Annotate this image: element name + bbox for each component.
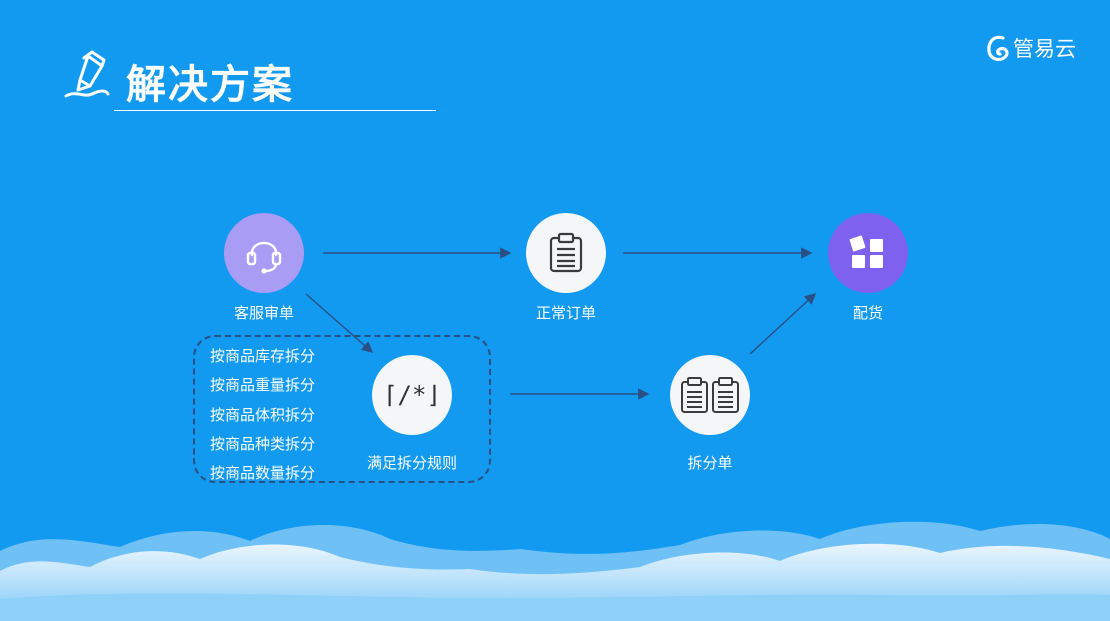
headset-icon [246, 241, 282, 274]
node-distribution [828, 213, 908, 293]
node-rules: ⌈/*⌋ [372, 355, 452, 435]
double-clipboard-icon [681, 377, 739, 413]
logo-mark-icon [987, 35, 1009, 62]
rule-item: 按商品体积拆分 [210, 405, 316, 424]
node-split-order [670, 355, 750, 435]
arrow-split-to-distribution [749, 293, 817, 355]
rule-item: 按商品数量拆分 [210, 464, 316, 483]
boxes-icon [849, 235, 883, 268]
title-underline [114, 110, 436, 111]
rule-item: 按商品种类拆分 [210, 434, 316, 453]
label-review: 客服审单 [233, 304, 294, 322]
pen-icon [64, 50, 110, 98]
node-review [224, 213, 304, 293]
rule-item: 按商品重量拆分 [210, 376, 316, 395]
split-rules-group [193, 335, 491, 483]
page-title: 解决方案 [126, 62, 294, 108]
label-split-order: 拆分单 [687, 454, 733, 472]
brand-logo: 管易云 [985, 33, 1076, 63]
label-normal-order: 正常订单 [535, 304, 596, 322]
split-rules-list: 按商品库存拆分 按商品重量拆分 按商品体积拆分 按商品种类拆分 按商品数量拆分 [210, 342, 315, 488]
node-normal-order [526, 213, 606, 293]
cloud-decoration [0, 521, 1110, 621]
logo-text: 管易云 [1013, 37, 1076, 61]
label-rules: 满足拆分规则 [366, 454, 457, 472]
clipboard-icon [549, 232, 583, 273]
rule-item: 按商品库存拆分 [210, 347, 316, 365]
arrow-review-to-rules [305, 293, 374, 353]
label-distribution: 配货 [852, 304, 883, 322]
code-rules-icon: ⌈/*⌋ [383, 381, 441, 409]
